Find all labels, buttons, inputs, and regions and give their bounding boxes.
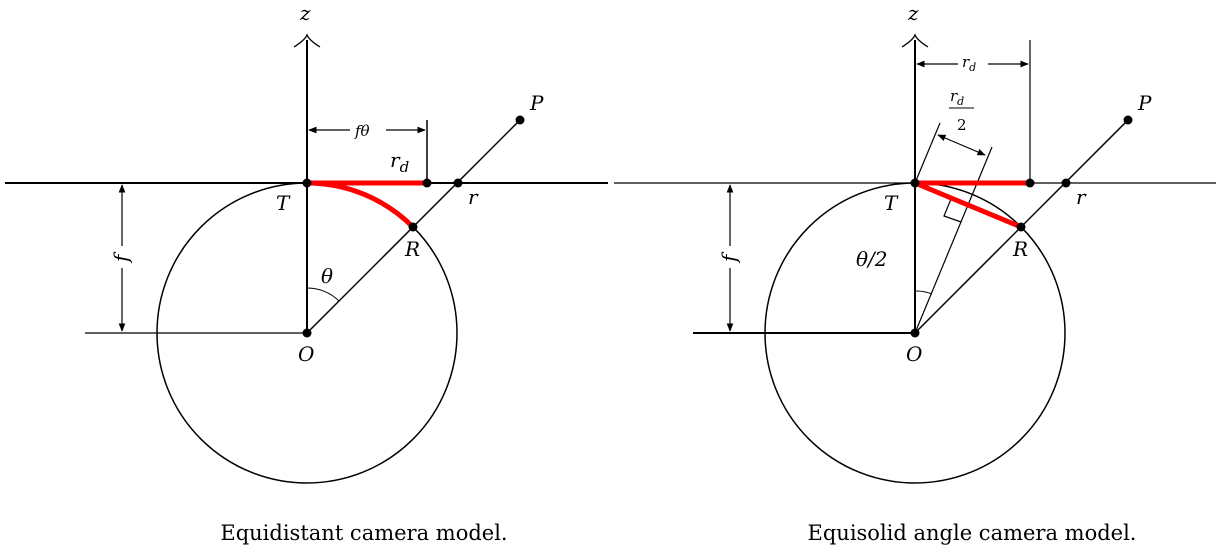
z-axis-label: z — [299, 1, 311, 25]
point-o — [910, 328, 920, 338]
point-rd — [422, 178, 432, 188]
point-R — [1016, 222, 1026, 232]
R-label: R — [404, 237, 420, 261]
point-p — [515, 115, 525, 125]
point-r — [453, 178, 463, 188]
theta-label: θ — [321, 264, 333, 288]
f-label-bg — [112, 246, 132, 268]
left-caption: Equidistant camera model. — [220, 521, 508, 545]
ftheta-label-bg — [350, 120, 386, 140]
p-label: P — [529, 91, 544, 115]
o-label: O — [298, 342, 314, 366]
o-label: O — [906, 342, 922, 366]
equisolid-diagram: z T O P R r rd rd 2 θ/2 f — [614, 1, 1216, 484]
R-label: R — [1012, 237, 1028, 261]
point-p — [1123, 115, 1133, 125]
z-axis-label: z — [907, 1, 919, 25]
right-caption: Equisolid angle camera model. — [807, 521, 1137, 545]
point-r — [1061, 178, 1071, 188]
half-rd-tick — [914, 122, 941, 184]
p-label: P — [1137, 91, 1152, 115]
point-t — [302, 178, 312, 188]
theta-angle-arc — [306, 287, 340, 302]
r-label: r — [1076, 185, 1087, 209]
z-axis-arrowhead — [901, 33, 929, 48]
z-axis-arrowhead — [293, 33, 321, 48]
half-rd-denominator: 2 — [957, 116, 967, 134]
bisector-line — [914, 146, 993, 334]
rd-label-bg — [958, 53, 988, 75]
rd-label: rd — [962, 53, 976, 74]
chord-highlight — [914, 180, 1022, 230]
right-angle-mark — [943, 198, 962, 223]
equidistant-diagram: z T O P R r rd θ f fθ — [5, 1, 608, 484]
ftheta-label: fθ — [354, 122, 370, 140]
rd-label: rd — [390, 148, 409, 176]
t-label: T — [884, 191, 899, 215]
half-theta-angle-arc — [914, 290, 933, 295]
point-t — [910, 178, 920, 188]
point-R — [408, 222, 418, 232]
half-theta-label: θ/2 — [856, 247, 888, 271]
half-rd-numerator: rd — [950, 87, 964, 108]
t-label: T — [276, 191, 291, 215]
r-label: r — [468, 185, 479, 209]
half-rd-arrow — [937, 134, 986, 156]
f-label-bg — [720, 246, 740, 268]
arc-highlight — [306, 180, 415, 229]
point-o — [302, 328, 312, 338]
point-rd — [1025, 178, 1035, 188]
